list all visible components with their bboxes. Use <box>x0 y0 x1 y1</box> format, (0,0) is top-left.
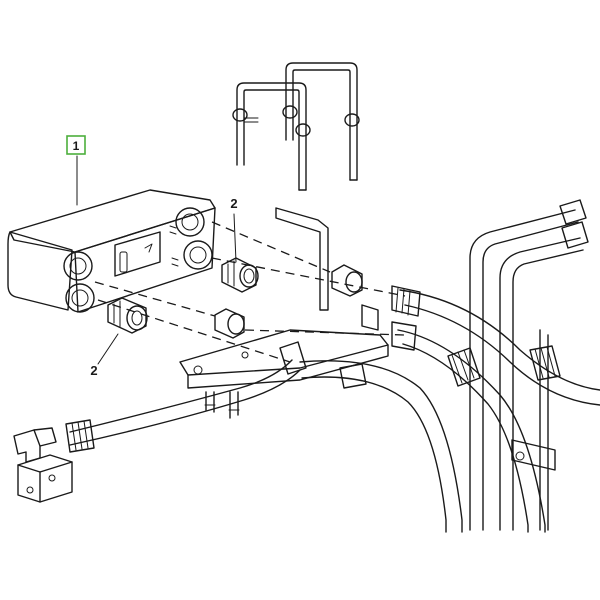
callout-label-1: 1 <box>73 139 80 153</box>
callout-label-2-bottom: 2 <box>90 363 97 378</box>
u-bolt-bracket-icon <box>232 62 360 191</box>
oil-cooler-icon <box>7 189 216 313</box>
valve-block-icon <box>13 427 73 503</box>
rigid-pipe-icon <box>469 199 589 531</box>
hydraulic-hose-icon <box>65 285 600 533</box>
bracket-fitting-icon <box>214 264 363 339</box>
callout-part-1: 1 <box>66 135 86 206</box>
callout-part-2-bottom: 2 <box>90 333 119 378</box>
fitting-icon <box>107 257 259 334</box>
mounting-bracket-icon <box>179 207 389 419</box>
callout-part-2-top: 2 <box>230 196 238 263</box>
callout-label-2-top: 2 <box>230 196 237 211</box>
